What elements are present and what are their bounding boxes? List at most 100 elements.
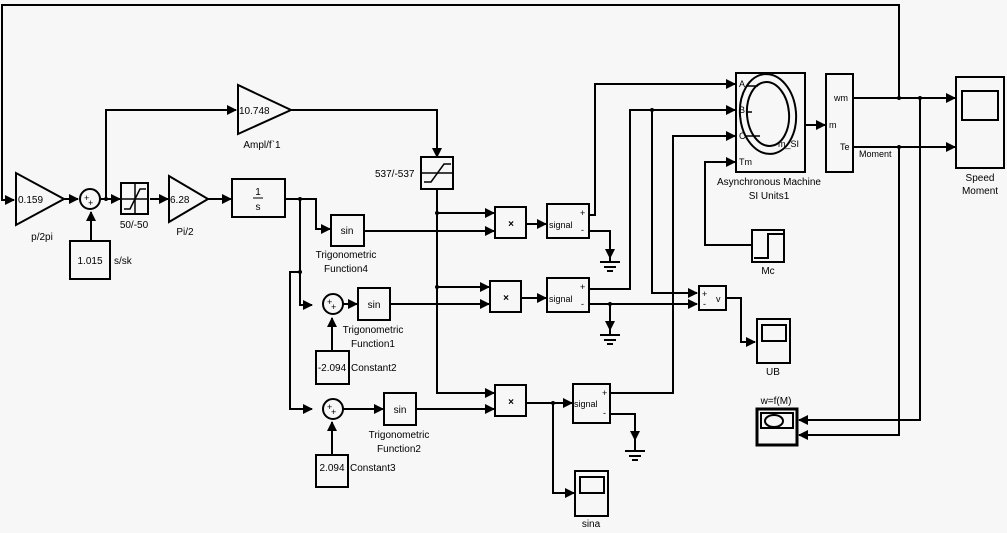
scope-label: UB: [766, 367, 780, 378]
gain-block-p2pi[interactable]: 0.159 p/2pi: [15, 171, 67, 243]
wire-vs1-gnd[interactable]: [589, 230, 615, 259]
saturation-icon: [124, 188, 146, 210]
trig-fn: sin: [394, 405, 407, 416]
xy-graph-icon: [764, 414, 784, 428]
product-block-3[interactable]: ×: [494, 384, 527, 417]
machine-measurement-demux[interactable]: m wm Te Moment: [825, 73, 892, 173]
trig-label: Function1: [351, 339, 395, 350]
integrator-numerator: 1: [255, 187, 261, 198]
step-icon: [754, 233, 783, 259]
trig-function-4[interactable]: sin Trigonometric Function4: [316, 214, 377, 275]
wire-int-sum3[interactable]: [289, 271, 313, 414]
machine-label: Asynchronous Machine: [717, 177, 821, 188]
scope-screen-icon: [961, 90, 999, 121]
xy-graph-block[interactable]: w=f(M): [755, 396, 799, 447]
voltage-source-1[interactable]: signal + -: [546, 203, 590, 239]
minus-terminal: -: [703, 299, 706, 309]
integrator-block[interactable]: 1 s: [231, 178, 286, 218]
ground-icon: [600, 258, 620, 272]
wire-sum-ampl[interactable]: [105, 105, 237, 199]
step-block-mc[interactable]: Mc: [751, 229, 785, 277]
saturation-block-2[interactable]: 537/-537: [375, 156, 454, 190]
saturation-icon: [424, 163, 451, 183]
constant-block-2[interactable]: -2.094 Constant2: [315, 350, 397, 385]
product-block-1[interactable]: ×: [494, 206, 527, 239]
source-label: signal: [574, 399, 598, 409]
wire-speed-feedback[interactable]: [1, 4, 900, 205]
wire-wm-xy[interactable]: [798, 98, 921, 425]
wire-vs3-C[interactable]: [610, 131, 736, 394]
integrator-denominator: s: [256, 202, 261, 213]
plus-terminal: +: [602, 388, 607, 398]
multiply-icon: ×: [508, 397, 514, 408]
saturation-label: 537/-537: [375, 169, 415, 180]
voltage-source-2[interactable]: signal + -: [546, 277, 590, 313]
xy-graph-label: w=f(M): [760, 396, 792, 407]
scope-sina[interactable]: sina: [574, 470, 609, 530]
gain-value: 10.748: [239, 106, 270, 117]
gain-value: 6.28: [170, 195, 190, 206]
scope-speed-moment[interactable]: Speed Moment: [955, 76, 1005, 197]
svg-text:+: +: [331, 407, 336, 417]
wire-prod3-sina[interactable]: [552, 403, 575, 498]
trig-fn: sin: [341, 226, 354, 237]
gain-value: 0.159: [18, 195, 43, 206]
wire-int-trig4[interactable]: [300, 198, 331, 234]
wire-int-sum2[interactable]: [285, 198, 313, 310]
product-block-2[interactable]: ×: [489, 280, 522, 313]
trig-function-2[interactable]: sin Trigonometric Function2: [369, 392, 430, 455]
trig-label: Function4: [324, 264, 368, 275]
port-v: v: [716, 294, 721, 304]
wire-B-vmeas[interactable]: [651, 110, 698, 298]
constant-label: s/sk: [114, 256, 133, 267]
svg-text:+: +: [331, 302, 336, 312]
plus-terminal: +: [702, 289, 707, 299]
wire-sat2-prod3[interactable]: [436, 189, 495, 398]
ground-icon: [625, 440, 645, 461]
svg-text:+: +: [327, 297, 332, 307]
scope-label: Speed: [966, 173, 995, 184]
source-label: signal: [549, 294, 573, 304]
scope-label: Moment: [962, 186, 998, 197]
constant-value: 1.015: [77, 256, 102, 267]
port-m: m: [829, 120, 837, 130]
wire-vmeas-ub[interactable]: [726, 297, 756, 347]
wire-mc-tm[interactable]: [704, 157, 751, 246]
wire-te-xy[interactable]: [798, 147, 900, 440]
trig-label: Trigonometric: [316, 250, 377, 261]
voltage-source-3[interactable]: signal + -: [572, 383, 611, 424]
port-C: C: [739, 131, 746, 141]
asynchronous-machine-block[interactable]: A B C Tm m_SI Asynchronous Machine SI Un…: [717, 72, 821, 202]
trig-label: Trigonometric: [369, 430, 430, 441]
port-A: A: [739, 79, 745, 89]
wire-vs3-gnd[interactable]: [610, 413, 640, 441]
sum-block-3[interactable]: + +: [322, 398, 344, 420]
wire-vs2-B[interactable]: [589, 105, 736, 290]
trig-fn: sin: [368, 300, 381, 311]
gain-label: Ampl/f`1: [243, 139, 281, 151]
constant-label: Constant2: [351, 363, 397, 374]
constant-block-3[interactable]: 2.094 Constant3: [315, 454, 396, 488]
constant-block-ssk[interactable]: 1.015 s/sk: [69, 240, 133, 280]
voltage-measurement-block[interactable]: + - v: [698, 285, 727, 311]
wire-vs1-A[interactable]: [589, 79, 736, 216]
sum-block-2[interactable]: + +: [322, 293, 344, 315]
ground-icon: [600, 330, 620, 345]
minus-terminal: -: [603, 408, 606, 418]
svg-text:+: +: [327, 402, 332, 412]
port-B: B: [739, 105, 745, 115]
svg-text:+: +: [88, 198, 93, 208]
scope-ub[interactable]: UB: [756, 318, 791, 378]
constant-value: 2.094: [319, 463, 344, 474]
constant-value: -2.094: [318, 363, 347, 374]
wire-ampl-sat2[interactable]: [291, 109, 442, 158]
gain-block-ampl[interactable]: 10.748 Ampl/f`1: [237, 83, 294, 151]
gain-block-pi2[interactable]: 6.28 Pi/2: [168, 174, 210, 238]
trig-function-1[interactable]: sin Trigonometric Function1: [343, 287, 404, 350]
step-label: Mc: [761, 266, 774, 277]
saturation-block-1[interactable]: 50/-50: [120, 182, 149, 231]
port-te: Te: [840, 142, 850, 152]
scope-screen-icon: [761, 324, 787, 342]
sum-block-1[interactable]: + +: [79, 188, 101, 210]
